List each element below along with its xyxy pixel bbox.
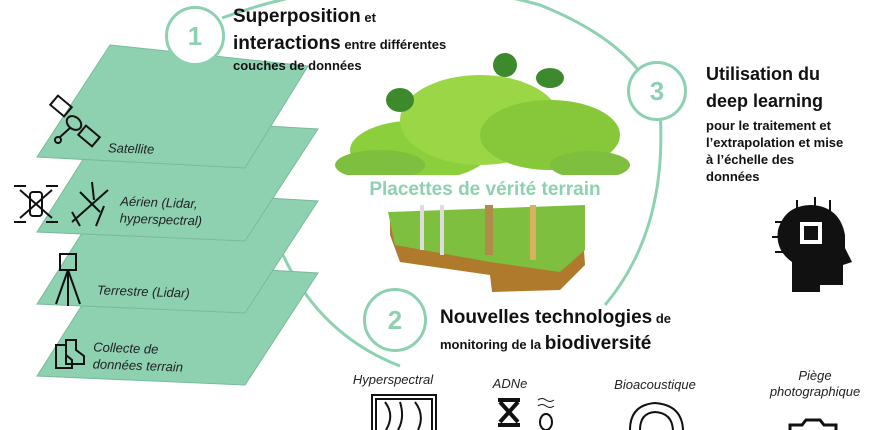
lidar-tripod-icon [55,253,81,306]
desc-line: à l’échelle des [706,152,795,167]
step-2-badge: 2 [363,288,427,352]
line2-rest: monitoring de la [440,337,545,352]
hyperspectral-icon [371,394,437,430]
dna-icon [498,398,555,430]
section2-line2: monitoring de la biodiversité [440,333,651,355]
step-number: 1 [187,20,203,51]
label-line: Piège [798,368,832,383]
ground-truth-plots-label: Placettes de vérité terrain [335,175,635,205]
desc-line: pour le traitement et [706,118,831,133]
section1-line2: interactions entre différentes [233,33,446,55]
step-3-badge: 3 [627,61,687,121]
line2-bold: interactions [233,33,341,54]
tech-bioacoustics-label: Bioacoustique [614,377,696,392]
camera-icon [788,418,838,430]
label-line: photographique [769,384,861,399]
arc-line [221,0,663,306]
step-1-badge: 1 [165,6,225,66]
layer-satellite [36,44,309,169]
title-bold: Nouvelles technologies [440,307,653,328]
line2-rest: entre différentes [340,37,447,52]
title-rest: de [652,311,672,326]
tech-hyperspectral-label: Hyperspectral [352,372,434,387]
desc-line: l’extrapolation et mise [706,135,844,150]
layer-label-satellite: Satellite [107,140,155,157]
boots-icon [55,339,85,369]
satellite-icon [48,94,102,148]
section1-title: Superposition et [233,6,376,28]
step-number: 3 [649,75,665,106]
section3-title1: Utilisation du [706,64,820,84]
drone-icon [14,185,58,223]
ai-head-icon [772,197,852,292]
label-line: données terrain [92,356,184,375]
airplane-icon [71,181,109,227]
data-layers [36,44,319,386]
title-bold: Superposition [233,6,361,27]
step-number: 2 [387,304,403,335]
layer-label-aerial: Aérien (Lidar,hyperspectral) [119,193,203,230]
tech-edna-label: ADNe [492,376,528,391]
section2-title: Nouvelles technologies de [440,307,671,329]
section3-title2: deep learning [706,91,824,111]
section3-desc: pour le traitement et l’extrapolation et… [706,117,843,185]
forest-plot-image [335,53,630,292]
layer-label-terrestrial: Terrestre (Lidar) [96,282,190,301]
line2-bold: biodiversité [544,333,652,354]
section1-line3: couches de données [233,58,362,73]
bioacoustic-icon [629,401,684,430]
desc-line: données [706,169,760,184]
title-rest: et [360,10,376,25]
label-line: hyperspectral) [119,210,203,229]
